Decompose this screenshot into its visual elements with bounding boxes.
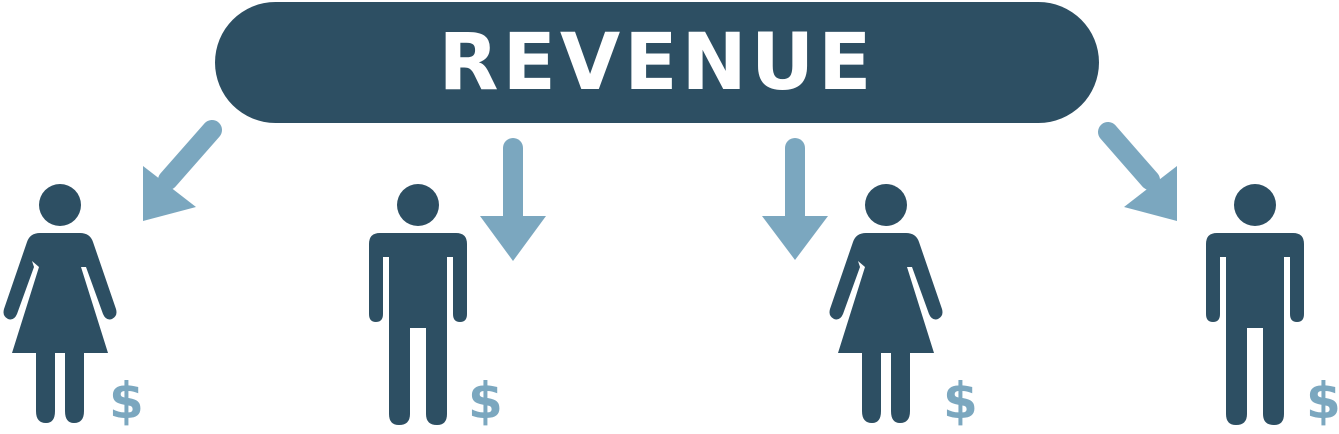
woman-icon [3, 184, 117, 423]
dollar-sign-icon: $ [1306, 372, 1339, 430]
man-icon [369, 184, 467, 425]
arrow-down-icon [762, 138, 828, 260]
arrow-down-right-icon [1098, 122, 1177, 221]
man-icon [1206, 184, 1304, 425]
revenue-title: REVENUE [438, 17, 876, 108]
revenue-banner: REVENUE [215, 2, 1099, 123]
dollar-sign-icon: $ [468, 372, 503, 430]
arrow-down-icon [480, 138, 546, 261]
dollar-sign-icon: $ [109, 372, 144, 430]
arrow-down-left-icon [143, 120, 222, 221]
dollar-sign-icon: $ [943, 372, 978, 430]
woman-icon [829, 184, 943, 423]
